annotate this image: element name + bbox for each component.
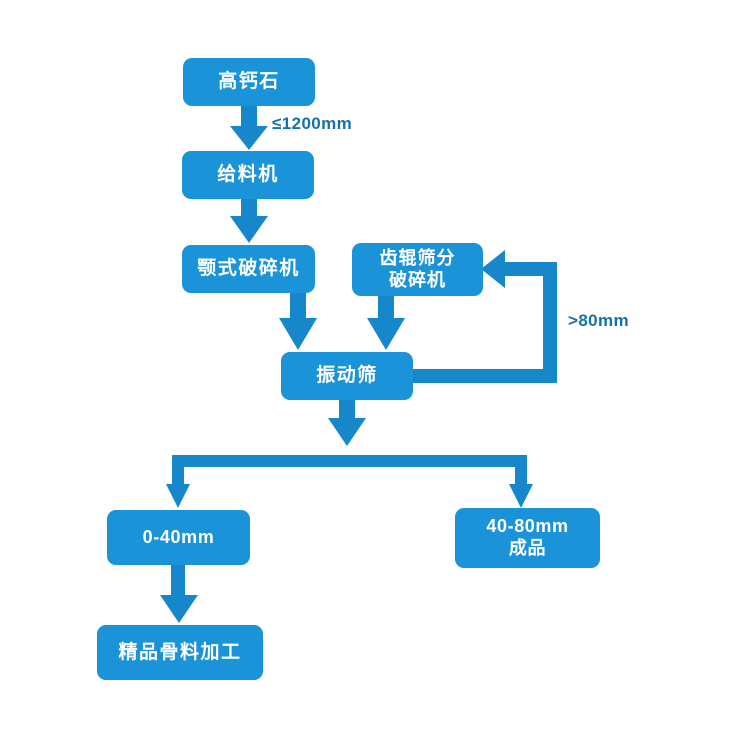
node-roller-screen-crusher[interactable]: 齿辊筛分 破碎机	[352, 243, 483, 296]
node-product-40-80[interactable]: 40-80mm 成品	[455, 508, 600, 568]
node-vibrating-screen[interactable]: 振动筛	[281, 352, 413, 400]
node-jaw-crusher-label: 颚式破碎机	[197, 258, 300, 280]
arrow-feeder-to-jaw	[230, 198, 268, 243]
edge-label-feed-size: ≤1200mm	[272, 114, 353, 133]
node-product-40-80-label: 40-80mm 成品	[486, 516, 569, 558]
split-bar	[166, 455, 533, 508]
edge-label-oversize-return: >80mm	[568, 311, 630, 330]
node-jaw-crusher[interactable]: 颚式破碎机	[182, 245, 315, 293]
node-raw-material[interactable]: 高钙石	[183, 58, 315, 106]
node-feeder-label: 给料机	[217, 164, 279, 186]
node-vibrating-screen-label: 振动筛	[316, 365, 378, 387]
arrow-product-to-fine	[160, 565, 198, 623]
node-roller-screen-crusher-label: 齿辊筛分 破碎机	[379, 247, 456, 290]
arrow-jaw-to-screen	[279, 292, 317, 350]
arrow-group	[160, 105, 557, 623]
node-feeder[interactable]: 给料机	[182, 151, 314, 199]
node-fine-aggregate[interactable]: 精品骨料加工	[97, 625, 263, 680]
node-raw-material-label: 高钙石	[218, 71, 280, 93]
arrow-screen-recycle-loop	[413, 250, 557, 383]
node-fine-aggregate-label: 精品骨料加工	[118, 641, 242, 663]
arrow-raw-to-feeder	[230, 105, 268, 150]
node-product-0-40[interactable]: 0-40mm	[107, 510, 250, 565]
arrow-screen-to-split	[328, 400, 366, 446]
node-product-0-40-label: 0-40mm	[142, 526, 215, 547]
arrow-roller-to-screen	[367, 295, 405, 350]
